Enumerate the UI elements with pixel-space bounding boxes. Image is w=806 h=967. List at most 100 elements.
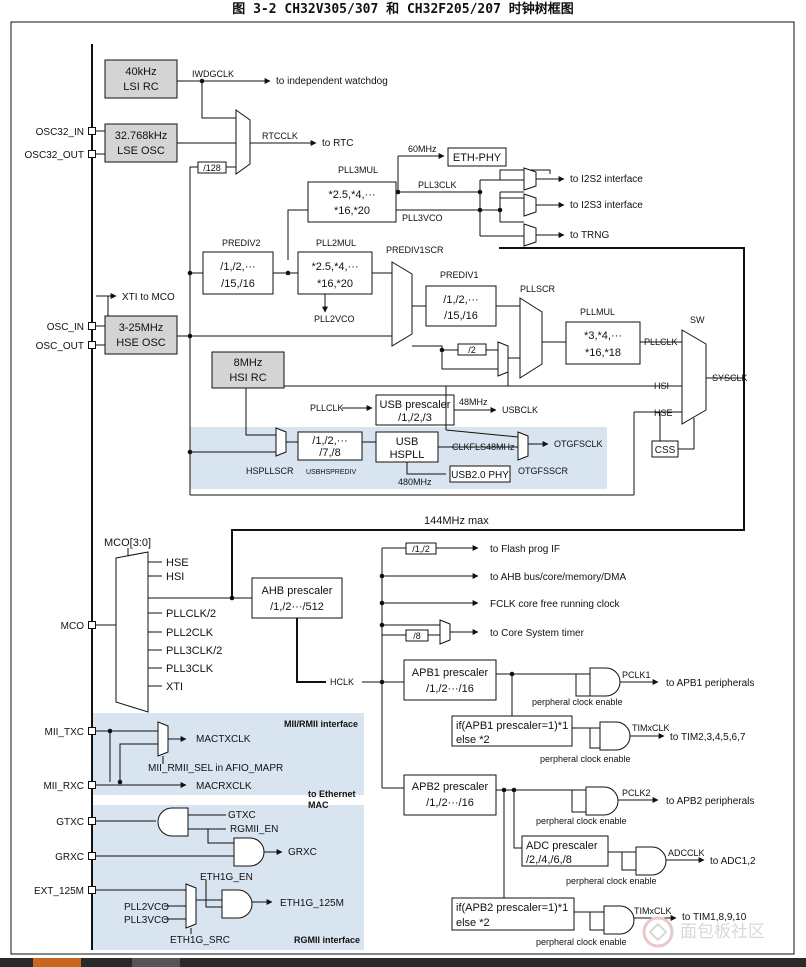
osc-in-pin — [88, 322, 96, 330]
usbhsprediv-label: USBHSPREDIV — [306, 469, 357, 476]
pll3mul-title: PLL3MUL — [338, 165, 378, 175]
pll3vco-label: PLL3VCO — [402, 213, 443, 223]
mco-input-label: HSE — [166, 557, 189, 569]
adcclk-label: ADCCLK — [668, 848, 705, 858]
eth1g-mux — [185, 883, 197, 929]
pllmul-v2: *16,*18 — [585, 347, 621, 359]
rtc-mux — [235, 109, 251, 175]
lsi-line1: 40kHz — [125, 66, 156, 78]
pclk2-label: PCLK2 — [622, 788, 651, 798]
pll3mul-v1: *2.5,*4,··· — [328, 189, 375, 201]
mco-input-label: PLL2CLK — [166, 627, 214, 639]
to-apb1-label: to APB1 peripherals — [666, 678, 754, 689]
pllscr-title: PLLSCR — [520, 284, 556, 294]
to-adc-label: to ADC1,2 — [710, 856, 756, 867]
pclk1-label: PCLK1 — [622, 670, 651, 680]
to-ahb-label: to AHB bus/core/memory/DMA — [490, 572, 626, 583]
eth1g-125m-label: ETH1G_125M — [280, 898, 344, 909]
mco-input-label: XTI — [166, 681, 183, 693]
lse-line2: LSE OSC — [117, 145, 165, 157]
mii-txc-label: MII_TXC — [45, 727, 84, 738]
mco-mux — [115, 551, 149, 713]
usb-hspll-line1: USB — [396, 436, 419, 448]
ahb-prescaler-box — [251, 577, 343, 619]
mco-pin — [88, 621, 96, 629]
rgmii-en-label: RGMII_EN — [230, 824, 278, 835]
hse-line2: HSE OSC — [116, 337, 166, 349]
tim2-and-gate — [599, 721, 631, 751]
gtxc-pin — [88, 817, 96, 825]
gtxc-sig-label: GTXC — [228, 810, 256, 821]
eth1g-and-gate — [221, 889, 253, 919]
fclk-label: FCLK core free running clock — [490, 599, 621, 610]
osc32-out-pin — [88, 150, 96, 158]
grxc-pin-label: GRXC — [55, 852, 84, 863]
to-iwdg-label: to independent watchdog — [276, 76, 388, 87]
if-apb2-line1: if(APB2 prescaler=1)*1 — [456, 902, 568, 914]
osc-out-pin — [88, 341, 96, 349]
hsi-line1: 8MHz — [234, 357, 263, 369]
osc-in-label: OSC_IN — [47, 322, 84, 333]
to-eth-mac-1: to Ethernet — [308, 789, 356, 799]
ahb-line2: /1,/2···/512 — [270, 601, 324, 613]
eth-phy-box — [447, 147, 507, 167]
pll2mul-title: PLL2MUL — [316, 238, 356, 248]
pll2mul-box — [297, 251, 373, 295]
adc-prescaler-box — [521, 835, 609, 867]
hspllscr-mux — [275, 427, 287, 457]
hsi-rc-box — [211, 351, 285, 389]
to-trng-label: to TRNG — [570, 230, 609, 241]
pll2mul-v2: *16,*20 — [317, 278, 353, 290]
if-apb2-line2: else *2 — [456, 917, 490, 929]
perph-enable-1: perpheral clock enable — [532, 697, 623, 707]
hspllscr-label: HSPLLSCR — [246, 466, 294, 476]
apb1-and-gate — [589, 667, 621, 697]
trng-mux — [523, 223, 537, 247]
prediv1-v2: /15,/16 — [444, 310, 478, 322]
eth-phy-label: ETH-PHY — [453, 152, 502, 164]
usb-prescaler-box — [375, 394, 455, 426]
perph-enable-2: perpheral clock enable — [540, 754, 631, 764]
ext125m-pin — [88, 886, 96, 894]
usbhsprediv-box — [297, 431, 363, 461]
mii-rmii-sel-label: MII_RMII_SEL in AFIO_MAPR — [148, 763, 283, 774]
to-flash-label: to Flash prog IF — [490, 544, 560, 555]
eth1g-en-label: ETH1G_EN — [200, 872, 253, 883]
mii-rmii-region — [92, 713, 364, 795]
adc-line1: ADC prescaler — [526, 840, 598, 852]
mactxclk-label: MACTXCLK — [196, 734, 251, 745]
apb2-line1: APB2 prescaler — [412, 781, 489, 793]
otgfs-mux — [517, 431, 529, 461]
usbclk-label: USBCLK — [502, 405, 538, 415]
tim1-and-gate — [603, 905, 635, 935]
osc32-in-pin — [88, 127, 96, 135]
pll2vco-in-label: PLL2VCO — [124, 902, 169, 913]
mhz144max-label: 144MHz max — [424, 515, 489, 527]
perph-enable-5: perpheral clock enable — [536, 937, 627, 947]
sw-title: SW — [690, 315, 705, 325]
mco-pin-label: MCO — [61, 621, 85, 632]
to-apb2-label: to APB2 peripherals — [666, 796, 754, 807]
apb2-prescaler-box — [403, 774, 497, 816]
timxclk-2-label: TIMxCLK — [634, 906, 672, 916]
pllscr-mux — [519, 297, 543, 379]
osc-out-label: OSC_OUT — [36, 341, 84, 352]
to-rtc-label: to RTC — [322, 138, 354, 149]
grxc-sig-label: GRXC — [288, 847, 317, 858]
usb-prescaler-line2: /1,/2,/3 — [398, 412, 432, 424]
perph-enable-4: perpheral clock enable — [566, 876, 657, 886]
mii-rxc-pin — [88, 781, 96, 789]
div12-label: /1,/2 — [412, 544, 430, 554]
if-apb1-box — [451, 715, 573, 747]
mhz480-label: 480MHz — [398, 477, 432, 487]
osc32-in-label: OSC32_IN — [36, 127, 84, 138]
prediv2-v2: /15,/16 — [221, 278, 255, 290]
mii-rxc-label: MII_RXC — [43, 781, 84, 792]
i2s3-mux — [523, 193, 537, 217]
outer-frame — [10, 21, 795, 955]
mco30-label: MCO[3:0] — [104, 537, 151, 549]
lse-line1: 32.768kHz — [115, 130, 168, 142]
pllclk-usb-label: PLLCLK — [310, 403, 344, 413]
watermark-text: 面包板社区 — [680, 922, 765, 942]
